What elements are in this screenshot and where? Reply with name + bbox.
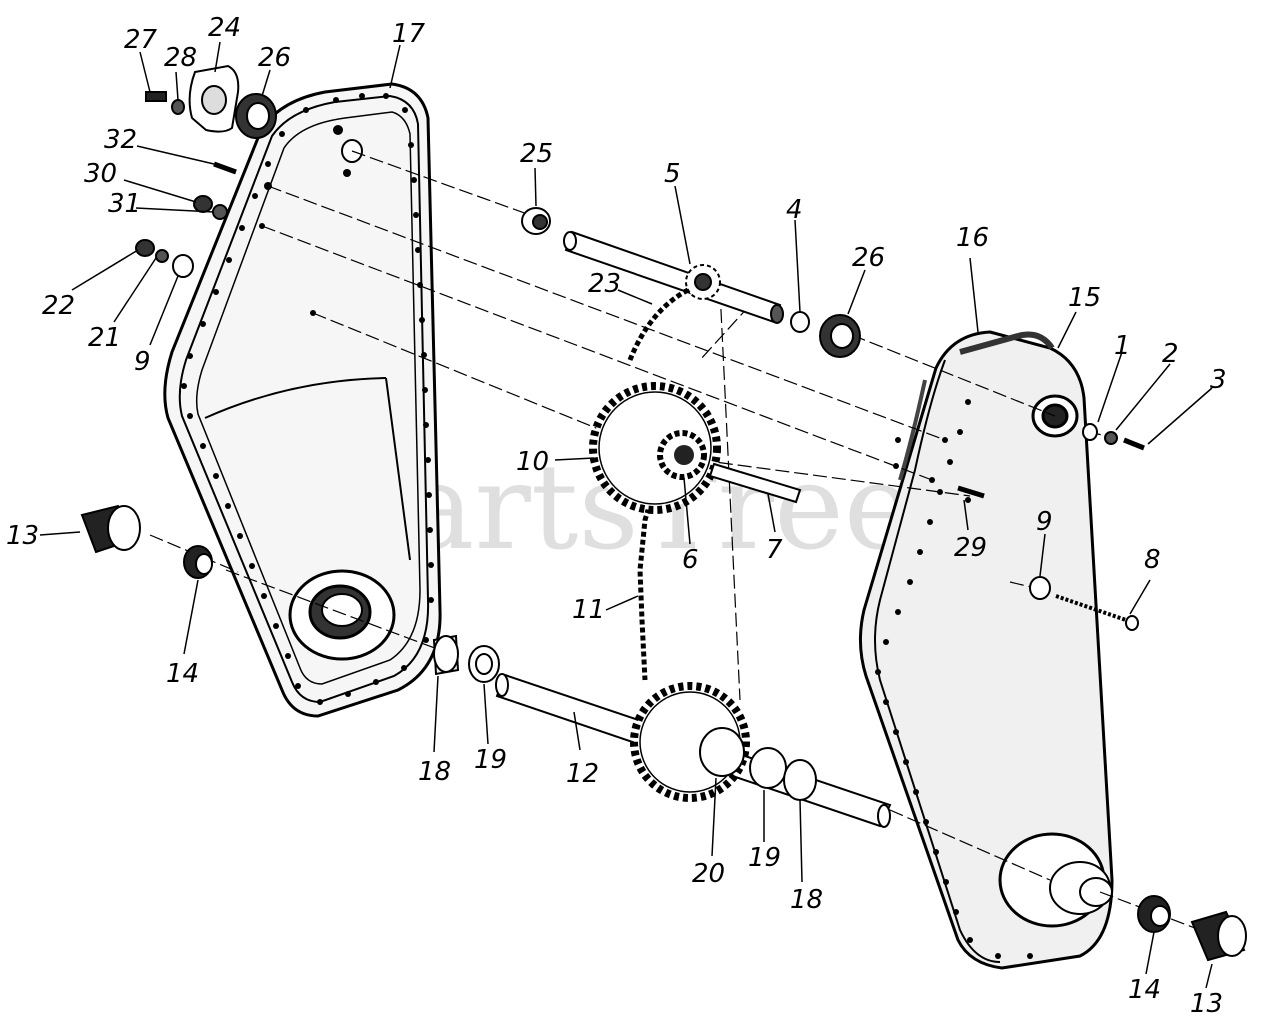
callout-19-left: 19: [474, 745, 507, 775]
spacer-19-shaft: [749, 747, 787, 789]
callout-27: 27: [124, 25, 158, 55]
washer-9-left: [172, 254, 194, 278]
callout-labels: 27 24 28 26 17 32 30 31 22 21 9 25 5 23 …: [6, 13, 1227, 1019]
alignment-lines: [149, 150, 1201, 931]
callout-10: 10: [516, 447, 549, 477]
callout-18-left: 18: [418, 757, 451, 787]
callout-28: 28: [164, 43, 197, 73]
lower-left-spacers: [432, 634, 500, 683]
right-hardware: [957, 423, 1145, 631]
callout-22: 22: [42, 291, 75, 321]
washer-1: [1082, 423, 1098, 441]
callout-23: 23: [588, 269, 621, 299]
washer-28: [171, 99, 185, 115]
callout-12: 12: [566, 759, 599, 789]
right-housing-bolt-holes: [875, 399, 1033, 959]
callout-4: 4: [786, 195, 803, 225]
callout-26-right: 26: [852, 243, 885, 273]
callout-13-right: 13: [1190, 989, 1223, 1019]
callout-25: 25: [520, 139, 553, 169]
callout-6: 6: [682, 545, 699, 575]
bolt-27: [145, 91, 167, 102]
callout-15: 15: [1068, 283, 1101, 313]
right-axle-caps: [1137, 895, 1247, 962]
bolt-8: [1055, 594, 1127, 622]
nut-22: [135, 239, 155, 257]
washer-9-right: [1029, 576, 1051, 600]
callout-26: 26: [258, 43, 291, 73]
washer-31: [212, 204, 228, 220]
lockwasher-21: [155, 249, 169, 263]
callout-8: 8: [1144, 545, 1161, 575]
callout-11: 11: [572, 595, 605, 625]
bolt-3: [1123, 437, 1145, 451]
shaft-pin-7: [708, 462, 802, 504]
washer-4: [790, 311, 810, 333]
screw-32: [213, 161, 237, 175]
left-housing-bolt-holes: [181, 93, 434, 705]
upper-shaft-assembly: [521, 207, 861, 358]
callout-13-left: 13: [6, 521, 39, 551]
callout-3: 3: [1210, 365, 1227, 395]
callout-32: 32: [104, 125, 137, 155]
callout-24: 24: [208, 13, 241, 43]
callout-14-right: 14: [1128, 975, 1161, 1005]
right-housing: [858, 330, 1114, 970]
left-housing: [163, 82, 442, 718]
callout-21: 21: [88, 323, 121, 353]
left-axle-caps: [80, 504, 213, 579]
lower-shaft-assembly: [495, 673, 892, 828]
spacer-18-shaft: [783, 759, 817, 801]
lockwasher-2: [1104, 431, 1118, 445]
callout-5: 5: [664, 159, 681, 189]
callout-9-left: 9: [134, 347, 151, 377]
callout-18-right: 18: [790, 885, 823, 915]
callout-1: 1: [1114, 331, 1131, 361]
callout-14-left: 14: [166, 659, 199, 689]
callout-2: 2: [1162, 339, 1179, 369]
bolt-29: [957, 485, 985, 499]
callout-9-right: 9: [1036, 507, 1053, 537]
callout-20: 20: [692, 859, 725, 889]
nut-30: [193, 195, 213, 213]
callout-31: 31: [108, 189, 141, 219]
chain-23: [627, 287, 690, 361]
callout-19-right: 19: [748, 843, 781, 873]
large-sprocket-10: [589, 382, 721, 514]
callout-17: 17: [392, 19, 426, 49]
callout-7: 7: [766, 535, 783, 565]
callout-30: 30: [84, 159, 117, 189]
callout-16: 16: [956, 223, 989, 253]
callout-29: 29: [954, 533, 987, 563]
leader-lines: [39, 41, 1213, 989]
